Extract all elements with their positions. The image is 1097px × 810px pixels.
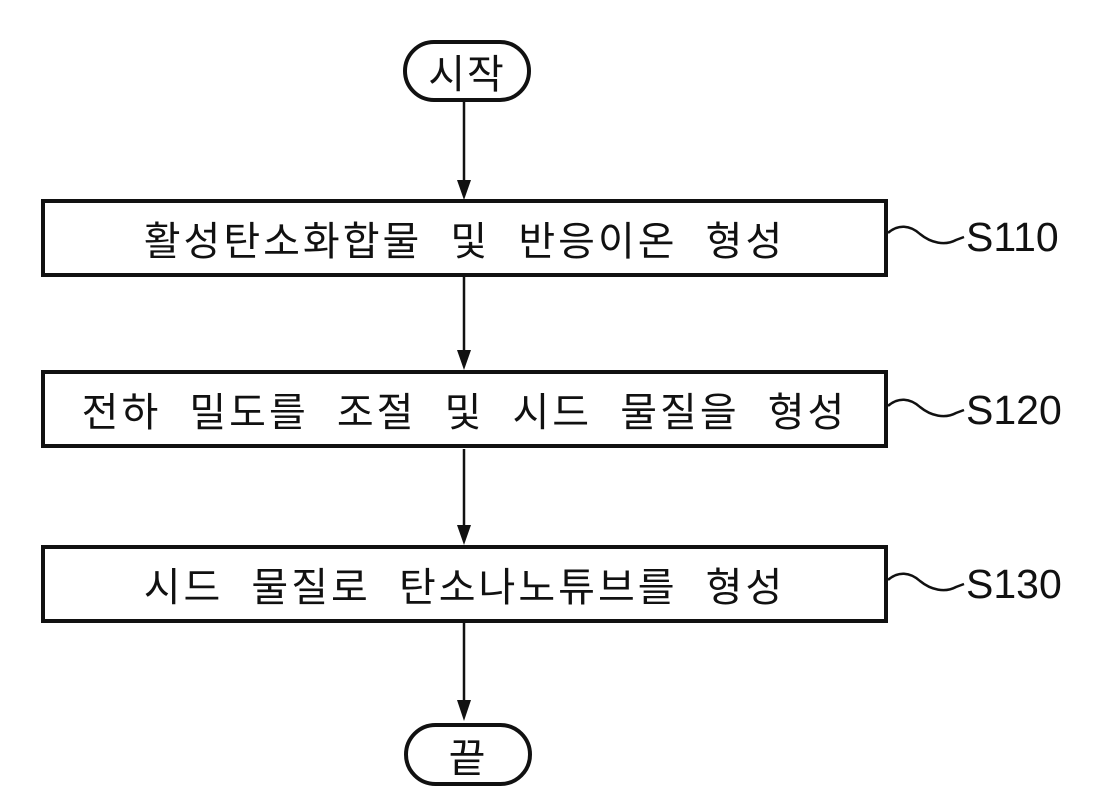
start-label: 시작: [428, 53, 506, 97]
reference-squiggle: [887, 225, 965, 245]
reference-squiggle: [887, 398, 965, 418]
step-ref-text: S120: [966, 386, 1062, 433]
step-ref-label-s130: S130: [966, 561, 1091, 607]
start-terminator: 시작: [403, 40, 531, 102]
arrow-down-icon: [457, 277, 471, 370]
process-box-step3: 시드 물질로 탄소나노튜브를 형성: [41, 545, 888, 623]
process-step1-text: 활성탄소화합물 및 반응이온 형성: [143, 220, 786, 264]
step-ref-label-s110: S110: [966, 214, 1091, 260]
process-step3-text: 시드 물질로 탄소나노튜브를 형성: [143, 566, 786, 610]
process-box-step2: 전하 밀도를 조절 및 시드 물질을 형성: [41, 370, 888, 448]
arrow-down-icon: [457, 102, 471, 200]
step-ref-text: S130: [966, 560, 1062, 607]
process-step2-text: 전하 밀도를 조절 및 시드 물질을 형성: [81, 391, 848, 435]
reference-squiggle: [887, 572, 965, 592]
step-ref-label-s120: S120: [966, 387, 1091, 433]
end-label: 끝: [448, 736, 488, 781]
process-box-step1: 활성탄소화합물 및 반응이온 형성: [41, 199, 888, 277]
arrow-down-icon: [457, 449, 471, 545]
arrow-down-icon: [457, 623, 471, 721]
end-terminator: 끝: [404, 723, 532, 786]
step-ref-text: S110: [966, 213, 1059, 260]
